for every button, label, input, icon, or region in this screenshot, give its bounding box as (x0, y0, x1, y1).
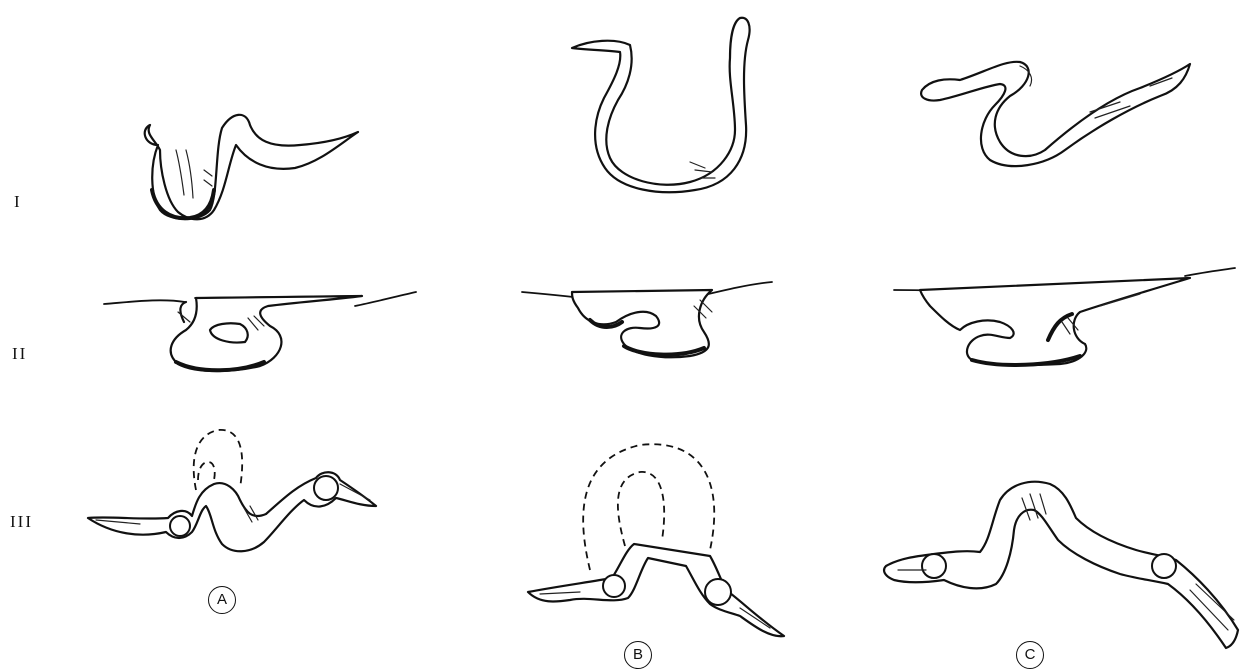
worm-II-C (894, 268, 1235, 365)
worm-I-A (145, 115, 358, 219)
worm-I-C (921, 62, 1190, 166)
worm-II-B (522, 282, 772, 357)
worm-II-A (104, 292, 416, 371)
worm-III-A (88, 430, 376, 551)
worm-I-B (572, 18, 750, 192)
worm-III-B (528, 444, 784, 636)
worm-III-C (884, 482, 1238, 648)
